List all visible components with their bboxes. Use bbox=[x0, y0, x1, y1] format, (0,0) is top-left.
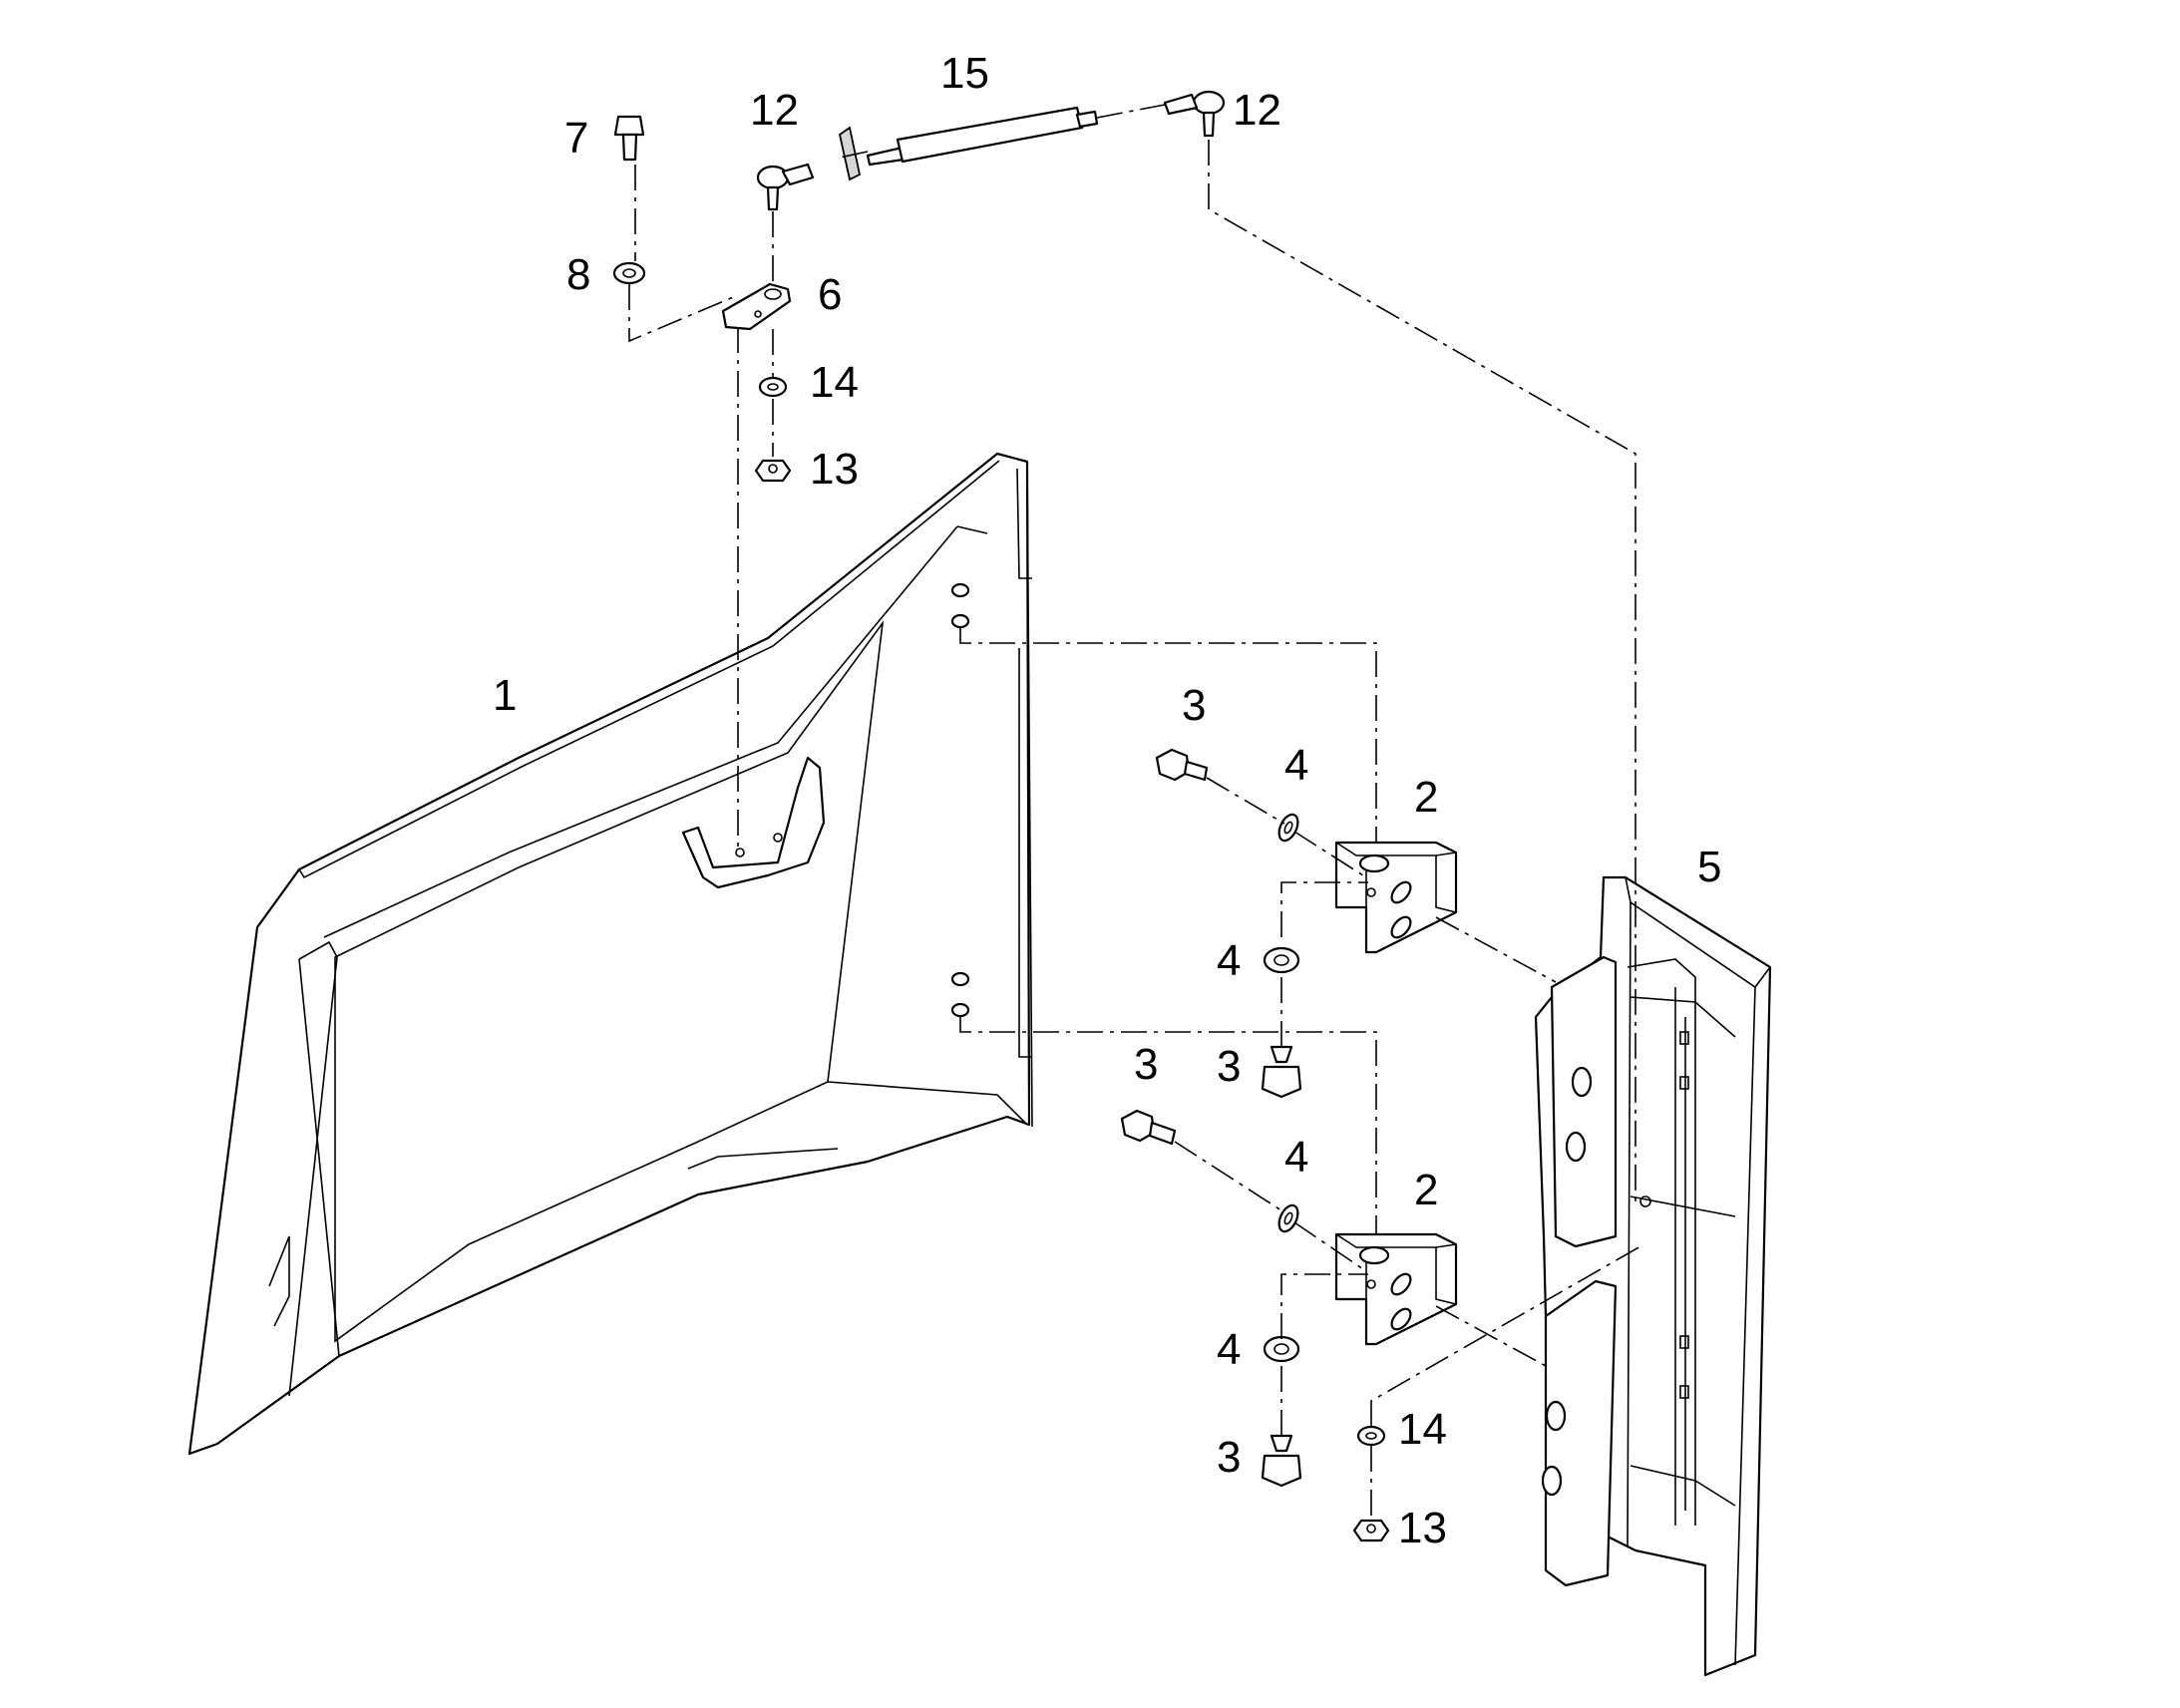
ball-joint-12-right bbox=[1163, 90, 1226, 138]
washer-4-lower-angled bbox=[1277, 1203, 1299, 1233]
ball-joint-12-left bbox=[756, 163, 815, 211]
gas-strut-15 bbox=[838, 106, 1099, 181]
callout-4-upper-flat: 4 bbox=[1217, 936, 1241, 985]
callout-12-right: 12 bbox=[1233, 86, 1281, 135]
hinge-lower-part bbox=[1334, 1232, 1458, 1346]
washer-4-upper-flat bbox=[1263, 946, 1300, 974]
side-panel-part bbox=[187, 452, 1033, 1456]
callout-14-lower: 14 bbox=[1398, 1405, 1447, 1454]
callout-2-lower: 2 bbox=[1414, 1166, 1438, 1214]
callout-2-upper: 2 bbox=[1414, 773, 1438, 822]
callout-6: 6 bbox=[818, 270, 842, 319]
frame-bracket-part bbox=[1534, 875, 1772, 1677]
callout-3-lower-screw: 3 bbox=[1134, 1040, 1158, 1089]
callout-3-upper-bolt: 3 bbox=[1217, 1042, 1241, 1091]
hinge-upper-part bbox=[1334, 841, 1458, 954]
callout-15: 15 bbox=[940, 49, 989, 98]
bolt-7 bbox=[613, 115, 645, 162]
washer-4-lower-flat bbox=[1263, 1335, 1300, 1363]
callout-8: 8 bbox=[566, 250, 590, 299]
callout-4-upper-angled: 4 bbox=[1284, 741, 1308, 790]
callout-labels: 1 2 2 3 3 3 3 4 4 4 4 5 6 7 8 12 12 13 1… bbox=[493, 49, 1721, 1552]
screw-3-lower-horizontal bbox=[1120, 1109, 1177, 1146]
callout-3-lower-bolt: 3 bbox=[1217, 1433, 1241, 1482]
callout-7: 7 bbox=[564, 114, 588, 163]
callout-12-left: 12 bbox=[750, 86, 799, 135]
callout-13-lower: 13 bbox=[1398, 1504, 1447, 1552]
washer-8 bbox=[612, 261, 646, 285]
nut-13-upper bbox=[754, 459, 792, 483]
callout-4-lower-angled: 4 bbox=[1284, 1133, 1308, 1182]
assembly-lines bbox=[628, 104, 1641, 1516]
callout-14-upper: 14 bbox=[810, 358, 859, 407]
nut-13-lower bbox=[1352, 1519, 1390, 1542]
callout-4-lower-flat: 4 bbox=[1217, 1325, 1241, 1374]
callout-5: 5 bbox=[1697, 843, 1721, 891]
screw-3-upper-horizontal bbox=[1155, 748, 1209, 782]
washer-14-upper bbox=[758, 376, 788, 398]
callout-3-upper-screw: 3 bbox=[1182, 681, 1206, 730]
washer-4-upper-angled bbox=[1277, 813, 1299, 843]
screw-3-lower-vertical bbox=[1261, 1434, 1302, 1488]
washer-14-lower bbox=[1356, 1425, 1386, 1447]
callout-1: 1 bbox=[493, 671, 517, 720]
plate-6 bbox=[721, 282, 792, 331]
screw-3-upper-vertical bbox=[1261, 1045, 1302, 1099]
callout-13-upper: 13 bbox=[810, 445, 859, 494]
